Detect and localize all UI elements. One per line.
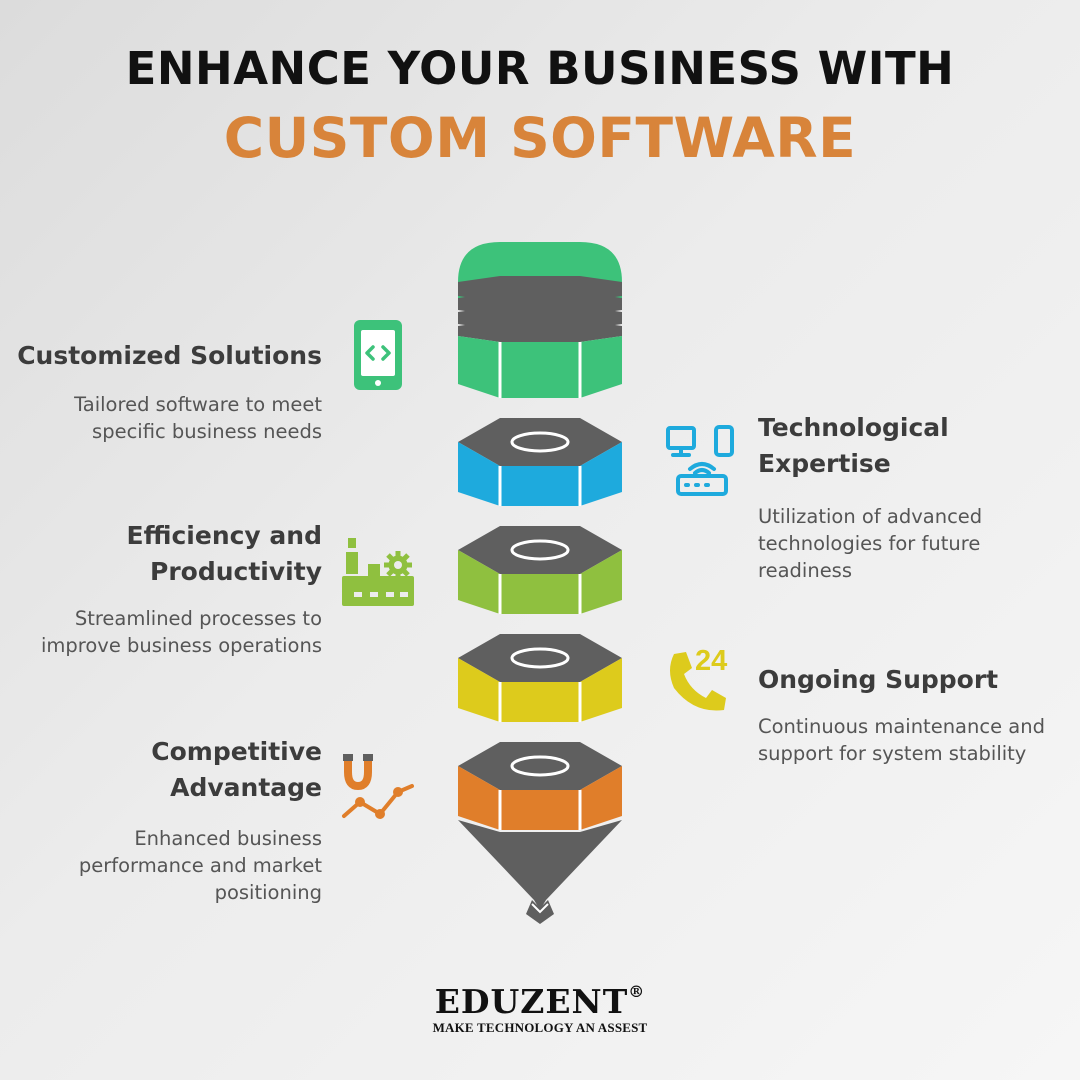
stack-nut-top (458, 634, 622, 682)
stack-nut-top (458, 742, 622, 790)
item-desc-efficiency-productivity: Streamlined processes to improve busines… (40, 607, 322, 657)
stack-nut-hole (510, 431, 570, 453)
headline-line2: CUSTOM SOFTWARE (223, 106, 857, 170)
item-title-competitive-advantage: Competitive Advantage (151, 737, 322, 802)
headline-line1: ENHANCE YOUR BUSINESS WITH (125, 42, 955, 95)
item-title-technological-expertise: Technological Expertise (758, 413, 949, 478)
stack-nut-top (458, 418, 622, 466)
stack-drill-tip (458, 820, 622, 910)
item-desc-customized-solutions: Tailored software to meet specific busin… (74, 393, 322, 443)
stack-nut-hole (510, 647, 570, 669)
stack-nut-hole (510, 539, 570, 561)
item-title-customized-solutions: Customized Solutions (17, 341, 322, 370)
item-desc-ongoing-support: Continuous maintenance and support for s… (758, 715, 1045, 765)
mobile-code-icon (354, 320, 402, 390)
item-desc-competitive-advantage: Enhanced business performance and market… (78, 827, 322, 904)
stack-nut-hole (510, 755, 570, 777)
stack-drill-point-mark (531, 903, 549, 914)
factory-gear-icon (342, 538, 414, 606)
item-title-ongoing-support: Ongoing Support (758, 665, 999, 694)
brand-logo: EDUZENT® (434, 982, 646, 1021)
item-desc-technological-expertise: Utilization of advanced technologies for… (758, 505, 983, 582)
support-24-icon: 24 (670, 645, 727, 711)
magnet-growth-icon (342, 754, 414, 819)
item-title-efficiency-productivity: Efficiency and Productivity (126, 521, 322, 586)
stack-database-body (458, 336, 622, 398)
stack-database-band (458, 320, 622, 342)
svg-text:24: 24 (695, 645, 727, 677)
stack-nut-top (458, 526, 622, 574)
network-devices-icon (666, 425, 734, 496)
brand-tagline: MAKE TECHNOLOGY AN ASSEST (432, 1020, 648, 1035)
